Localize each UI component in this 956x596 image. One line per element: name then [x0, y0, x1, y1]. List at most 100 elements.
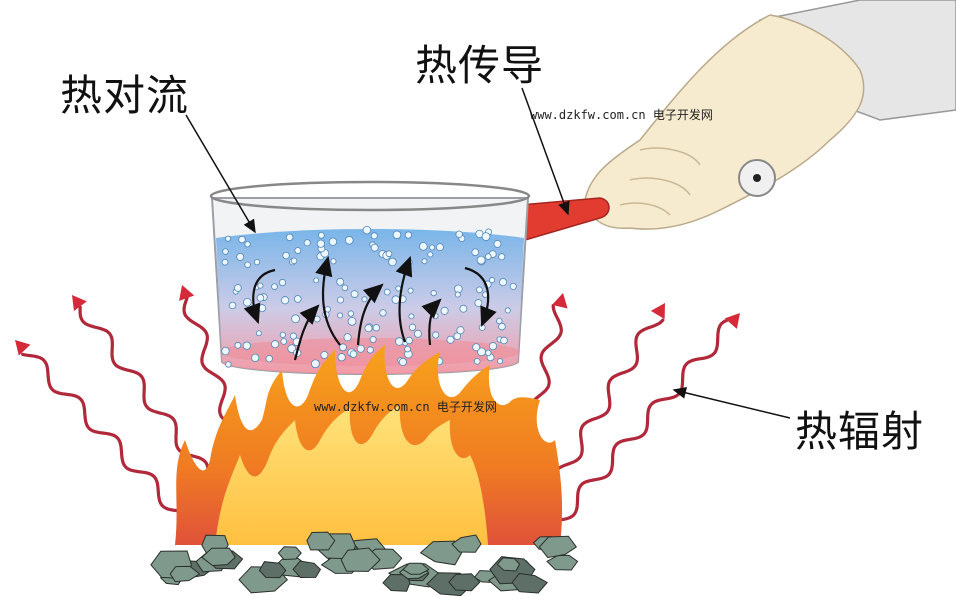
bubble — [280, 338, 288, 345]
bubble — [408, 323, 417, 331]
bubble — [388, 257, 397, 267]
radiation-pointer — [672, 386, 791, 419]
coal — [538, 535, 578, 559]
bubble — [370, 243, 379, 252]
bubble — [430, 290, 437, 297]
bubble — [313, 315, 321, 323]
bubble — [318, 231, 325, 239]
bubble — [432, 331, 440, 339]
bubble — [258, 304, 267, 313]
bubble — [294, 247, 302, 254]
bubble — [234, 341, 242, 349]
bubble — [498, 322, 506, 331]
bubble — [473, 357, 481, 365]
bubble — [498, 253, 506, 261]
watermark: www.dzkfw.com.cn 电子开发网 — [314, 400, 497, 414]
bubble — [221, 346, 230, 356]
bubble — [379, 309, 387, 317]
bubble — [344, 236, 354, 245]
bubble — [364, 324, 373, 333]
bubble — [265, 355, 273, 363]
bubble — [256, 294, 265, 302]
radiation-arrowhead — [72, 295, 87, 312]
bubble — [356, 344, 365, 353]
bubble — [488, 277, 496, 284]
bubble — [474, 299, 483, 307]
bubble — [271, 340, 280, 349]
bubble — [361, 296, 368, 303]
bubble — [500, 336, 508, 345]
bubble — [343, 333, 352, 342]
bubble — [436, 243, 444, 252]
bubble — [472, 343, 481, 352]
bubble — [429, 244, 436, 251]
label-conduction: 热传导 — [415, 41, 545, 90]
bubble — [243, 297, 252, 307]
radiation-arrowhead — [650, 303, 665, 320]
bubble — [313, 277, 320, 284]
bubble — [481, 232, 491, 241]
bubble — [279, 331, 286, 338]
radiation-arrowhead — [552, 293, 568, 309]
radiation-wave — [558, 318, 729, 522]
bubble — [244, 261, 251, 269]
bubble — [432, 312, 439, 320]
coal — [340, 547, 381, 572]
bubble — [291, 314, 300, 324]
bubble — [484, 253, 492, 260]
bubble — [493, 239, 502, 248]
bubble — [287, 344, 297, 354]
bubble — [459, 304, 468, 313]
bubble — [383, 288, 391, 296]
bubble — [440, 306, 449, 315]
bubble — [509, 282, 517, 290]
radiation-arrowhead — [179, 285, 195, 301]
bubble — [336, 296, 345, 304]
bubble — [324, 306, 331, 313]
bubble — [257, 282, 264, 289]
bubble — [330, 258, 337, 265]
bubble — [349, 350, 358, 358]
bubble — [251, 353, 260, 362]
bubble — [476, 286, 483, 294]
coal — [511, 572, 548, 594]
bubble — [362, 225, 372, 235]
bubble — [280, 296, 290, 305]
bubble — [339, 343, 347, 352]
coal — [546, 554, 579, 571]
bubble — [419, 242, 428, 251]
bubble — [395, 337, 404, 346]
bubble — [336, 277, 345, 286]
bubble — [282, 251, 290, 260]
bubble — [316, 239, 325, 248]
bubble — [293, 295, 302, 303]
bubble — [398, 357, 407, 367]
bubble — [504, 307, 511, 314]
bubble — [385, 250, 393, 258]
bubble — [476, 255, 486, 265]
bubble — [244, 241, 251, 248]
bubble — [485, 349, 492, 357]
bubble — [404, 345, 411, 353]
bubble — [404, 231, 412, 239]
coal — [496, 557, 521, 572]
bubble — [372, 324, 380, 332]
bubble — [347, 310, 355, 317]
bubble — [347, 317, 357, 326]
coal — [277, 546, 302, 561]
conduction-pointer — [521, 87, 570, 216]
bubble — [471, 248, 480, 257]
bubble — [408, 313, 415, 320]
bubble — [228, 301, 237, 310]
bubble — [225, 235, 232, 242]
bubble — [456, 326, 465, 335]
bubble — [253, 259, 261, 266]
coal — [169, 565, 201, 583]
coal — [306, 531, 336, 551]
bubble — [453, 332, 462, 341]
bubble — [311, 359, 320, 369]
bubble — [454, 291, 461, 298]
fire — [175, 345, 563, 545]
bubble — [392, 230, 402, 240]
